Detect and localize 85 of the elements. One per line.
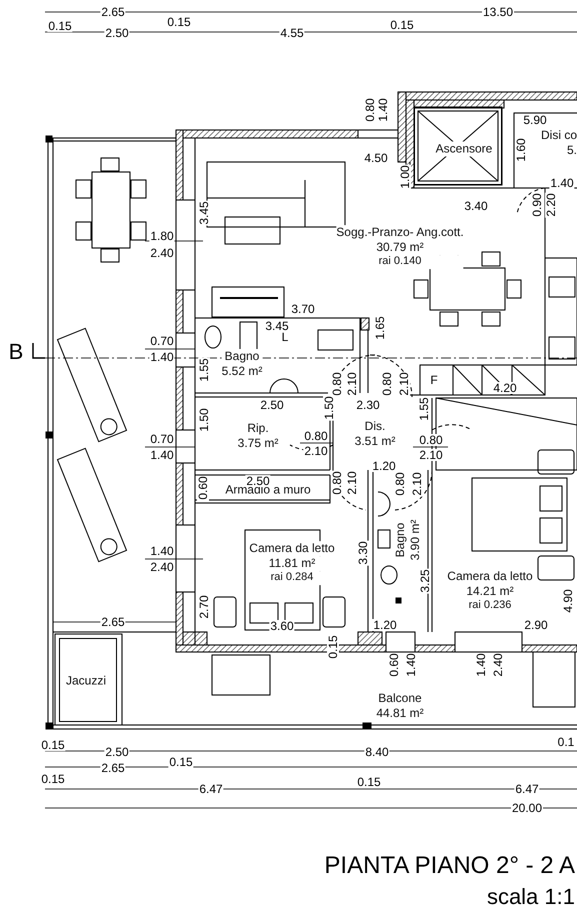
- dimension-label: 0.70: [149, 433, 175, 445]
- dimension-label: 1.40: [405, 652, 417, 678]
- dimension-label: 0.15: [168, 756, 194, 768]
- dimension-label: 0.90: [531, 192, 543, 218]
- dimension-label: 3.45: [198, 200, 210, 226]
- room-name: Sogg.-Pranzo- Ang.cott.: [336, 225, 464, 240]
- dimension-label: 2.10: [398, 371, 410, 397]
- dimension-label: 0.1: [556, 736, 576, 748]
- dimension-label: 0.80: [394, 471, 406, 497]
- dimension-label: 2.10: [346, 470, 358, 496]
- dimension-label: 1.00: [399, 164, 411, 190]
- dimension-label: 1.50: [323, 395, 335, 421]
- dimension-label: 1.20: [372, 619, 398, 631]
- room-name: Bagno: [222, 349, 262, 364]
- dimension-label: 0.15: [166, 16, 192, 28]
- dimension-label: 0.60: [388, 652, 400, 678]
- dimension-label: 3.70: [290, 303, 316, 315]
- dimension-label: 3.25: [419, 568, 431, 594]
- dimension-label: 0.60: [197, 475, 209, 501]
- dimension-label: 2.65: [100, 762, 126, 774]
- dimension-label: 5.90: [522, 114, 548, 126]
- dimension-label: 1.80: [149, 230, 175, 242]
- dimension-label: 0.15: [40, 739, 66, 751]
- dimension-label: 4.50: [363, 152, 389, 164]
- dimension-label: 0.80: [381, 371, 393, 397]
- dimension-label: 1.55: [198, 357, 210, 383]
- dimension-label: 13.50: [482, 6, 514, 18]
- dimension-label: 1.60: [515, 137, 527, 163]
- dimension-label: 0.80: [331, 371, 343, 397]
- dimension-label: L: [280, 331, 290, 343]
- dimension-label: 0.70: [149, 335, 175, 347]
- dimension-label: 2.70: [198, 594, 210, 620]
- dimension-label: 2.90: [523, 619, 549, 631]
- room-name: Camera da letto: [249, 541, 335, 556]
- room-name: Ascensore: [436, 142, 492, 156]
- dimension-label: 1.40: [475, 652, 487, 678]
- dimension-label: 1.65: [374, 315, 386, 341]
- dimension-label: 0.80: [418, 434, 444, 446]
- dimension-label: 1.40: [549, 177, 575, 189]
- dimension-label: 20.00: [510, 802, 544, 814]
- dimension-label: 0.80: [364, 97, 376, 123]
- dimension-label: 1.20: [371, 460, 397, 472]
- dimension-label: 3.30: [357, 540, 369, 566]
- scale-note: scala 1:1: [486, 884, 575, 910]
- dimension-label: 3.40: [463, 200, 489, 212]
- dimension-label: 1.50: [198, 407, 210, 433]
- dimension-label: 2.50: [104, 27, 130, 39]
- dimension-label: 4.20: [492, 382, 518, 394]
- dimension-label: 2.50: [259, 399, 285, 411]
- elevator-shaft: [414, 107, 502, 185]
- dimension-label: 0.80: [303, 430, 329, 442]
- dimension-label: 2.40: [492, 652, 504, 678]
- dimension-label: 0.15: [47, 20, 73, 32]
- dimension-label: 0.15: [40, 773, 66, 785]
- symbol-label: F: [429, 374, 439, 386]
- dimension-label: 2.10: [346, 371, 358, 397]
- dimension-label: 2.65: [100, 6, 126, 18]
- dimension-label: 8.40: [364, 746, 390, 758]
- dimension-label: 0.15: [356, 776, 382, 788]
- dimension-label: 1.40: [377, 97, 389, 123]
- dimension-label: 1.55: [418, 396, 430, 422]
- dimension-label: 0.15: [389, 19, 415, 31]
- dimension-label: 2.10: [411, 471, 423, 497]
- jacuzzi-tub: [59, 638, 117, 722]
- dimension-label: 2.10: [303, 445, 329, 457]
- dimension-label: 2.40: [149, 247, 175, 259]
- plan-title: PIANTA PIANO 2° - 2 A: [324, 852, 575, 880]
- dimension-label: 4.55: [279, 27, 305, 39]
- dimension-label: 2.50: [245, 475, 271, 487]
- dimension-label: 0.80: [331, 470, 343, 496]
- dimension-label: 2.10: [418, 449, 444, 461]
- dimension-label: 2.65: [100, 616, 126, 628]
- dimension-label: 1.40: [149, 351, 175, 363]
- dimension-label: 2.20: [545, 192, 557, 218]
- dimension-label: 1.40: [149, 449, 175, 461]
- dimension-label: 2.50: [104, 746, 130, 758]
- dimension-label: 3.60: [269, 620, 295, 632]
- dimension-label: 2.30: [355, 399, 381, 411]
- dimension-label: 6.47: [198, 783, 224, 795]
- dimension-label: 6.47: [514, 783, 540, 795]
- dimension-label: 4.90: [562, 588, 574, 614]
- dimension-label: 3.45: [264, 320, 290, 332]
- dimension-label: 2.40: [149, 561, 175, 573]
- dimension-label: 1.40: [149, 545, 175, 557]
- dimension-label: 0.15: [327, 634, 339, 660]
